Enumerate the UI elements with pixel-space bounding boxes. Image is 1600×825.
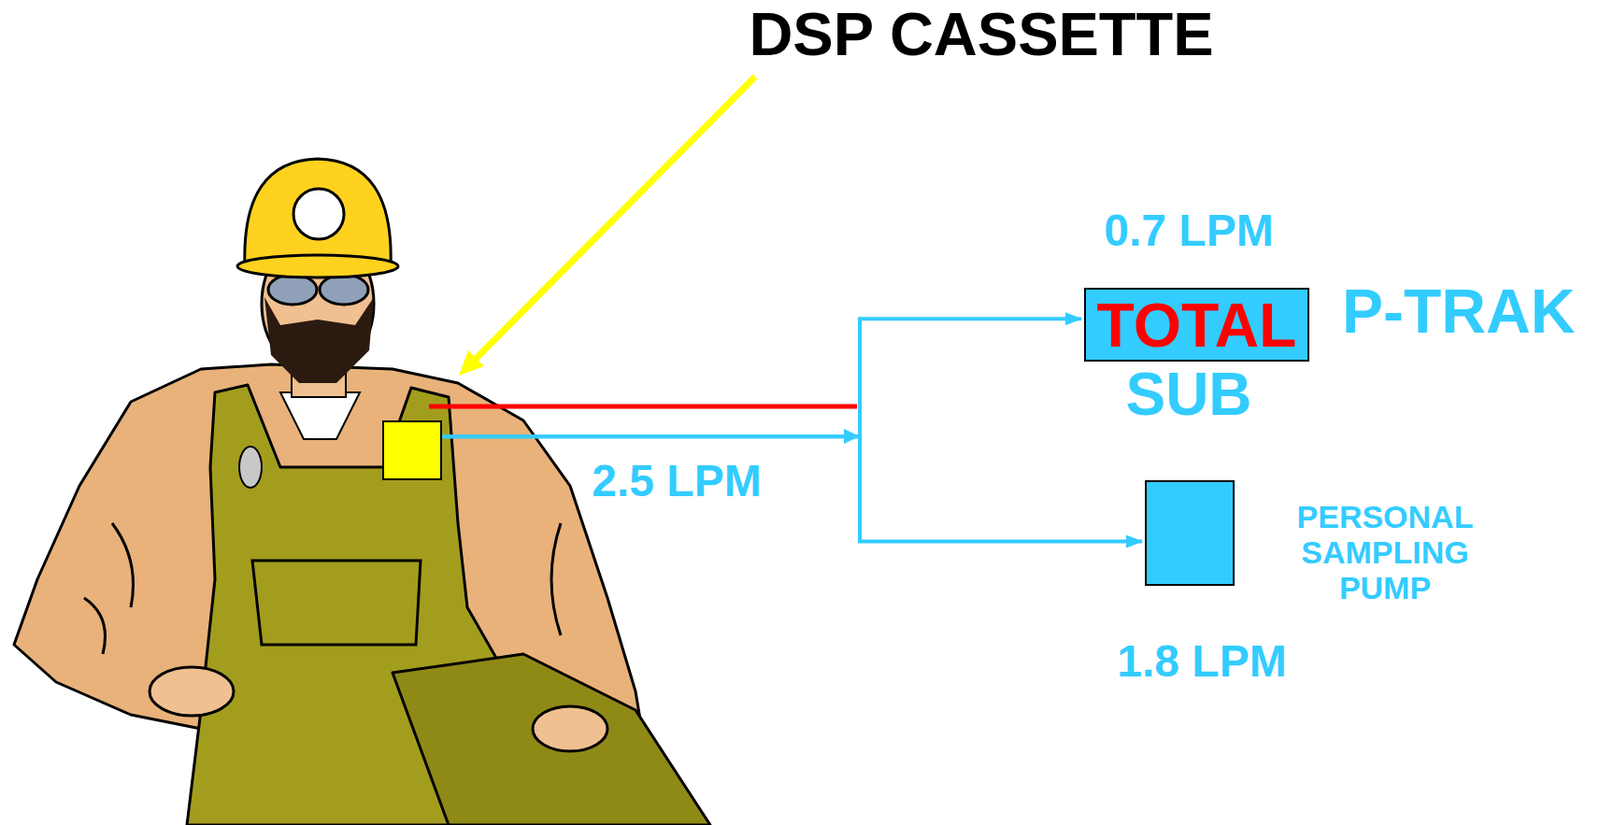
right-hand <box>532 706 608 752</box>
hard-hat <box>244 158 391 267</box>
sampling-pump-box: PERSONAL SAMPLING PUMP <box>1144 480 1235 586</box>
dsp-cassette: DSP CASSETTE <box>382 420 443 481</box>
flow-connector <box>442 318 1082 437</box>
flow-rate-label: 1.8 LPM <box>1116 639 1286 685</box>
goggle-right <box>319 274 369 305</box>
strap-buckle <box>239 446 262 488</box>
ptrak-box: TOTALSUBP-TRAK <box>1084 287 1310 362</box>
instrument-name: PERSONAL SAMPLING PUMP <box>1286 499 1484 606</box>
undershirt <box>280 392 360 440</box>
overalls-pocket <box>252 560 421 645</box>
miner-beard <box>264 297 374 384</box>
callout-title: DSP CASSETTE <box>748 3 1214 65</box>
flow-rate-label: 2.5 LPM <box>591 458 761 504</box>
hat-brim <box>237 255 399 278</box>
mode-label: SUB <box>1125 364 1252 425</box>
flow-rate-label: 0.7 LPM <box>1103 208 1273 254</box>
total-line <box>428 404 858 410</box>
mode-label: TOTAL <box>1097 294 1298 357</box>
miner-leg <box>392 654 711 825</box>
leader-arrowhead <box>458 350 485 376</box>
leader-arrow <box>475 76 756 359</box>
left-hand <box>149 667 234 716</box>
goggle-left <box>268 274 317 305</box>
cap-lamp <box>293 188 344 240</box>
flow-connector <box>442 436 1143 542</box>
instrument-name: P-TRAK <box>1342 280 1575 343</box>
